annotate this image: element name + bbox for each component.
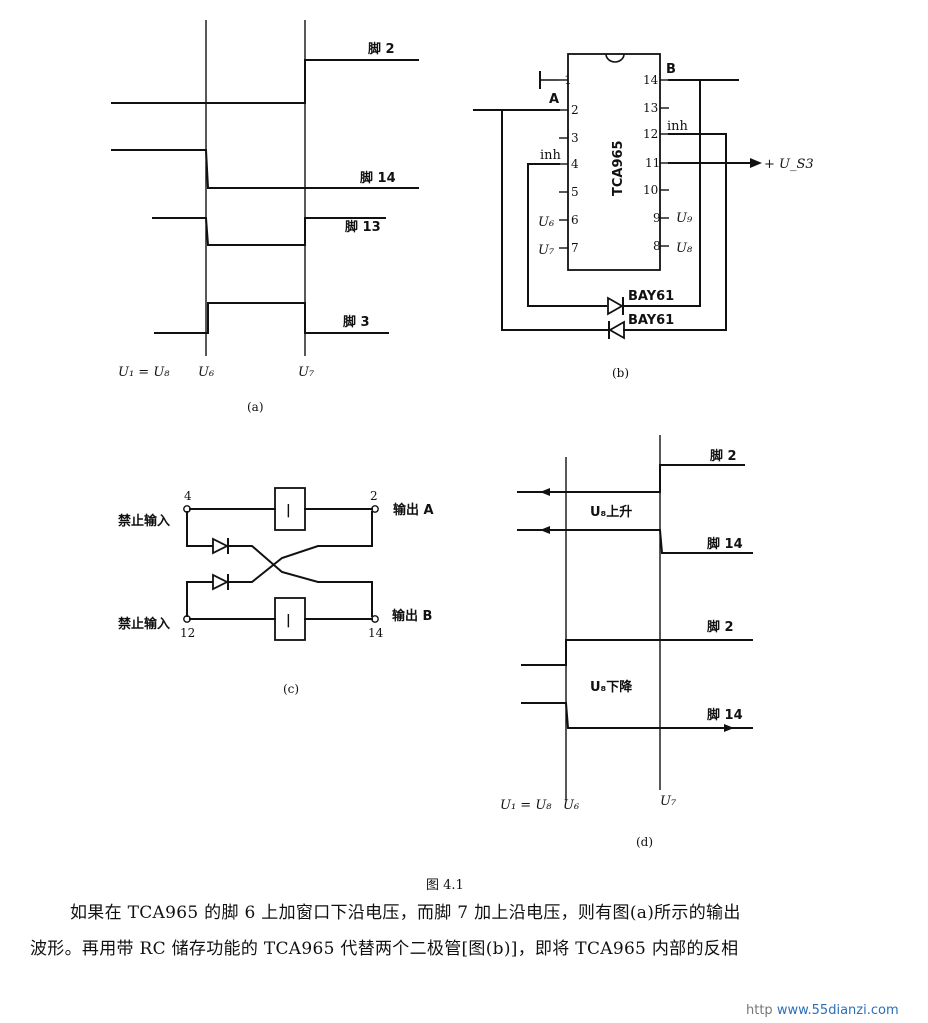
uss-label: + U_S3	[764, 157, 814, 172]
pin-8-number: 8	[653, 239, 661, 253]
fall-pin14-waveform	[521, 702, 753, 729]
diode1-icon	[607, 296, 624, 316]
right-pins: 14 13 12 11 10 9 8	[643, 73, 669, 253]
fall-arrow	[724, 724, 734, 732]
u7-label-d: U₇	[660, 794, 677, 809]
chip-label: TCA965	[611, 140, 626, 196]
left-pins: 1 2 3 4 5 6 7	[559, 73, 579, 255]
top-gate-symbol: |	[286, 503, 291, 518]
pin14-label-c: 14	[368, 626, 384, 640]
pin-6-number: 6	[571, 213, 579, 227]
pin-7-number: 7	[571, 241, 579, 255]
pin-12-number: 12	[643, 127, 658, 141]
pin14-label: 脚 14	[360, 170, 396, 186]
top-diode-wire-left	[186, 511, 213, 547]
panel-c-logic: | | 禁止输入 禁止输入 输出 A 输出 B 4 2 12 14 (c)	[118, 487, 434, 696]
panel-d-timing: 脚 2 U₈上升 脚 14 脚 2 U₈下降 脚 14 U₁ = U₈ U₆ U…	[500, 435, 753, 849]
pin-10-number: 10	[643, 183, 658, 197]
caption-b: (b)	[612, 366, 629, 380]
pin12-label: 12	[180, 626, 195, 640]
diode2-to-inh12-wire	[623, 133, 727, 331]
watermark: http www.55dianzi.com	[746, 1003, 899, 1018]
u6-pin-label: U₆	[538, 215, 554, 230]
fall-pin2-label: 脚 2	[707, 619, 734, 635]
pin-5-number: 5	[571, 185, 579, 199]
rise-pin14-waveform	[517, 529, 753, 554]
bottom-diode-wire-left	[186, 581, 213, 617]
output-b-label: 输出 B	[392, 608, 432, 624]
bottom-gate-symbol: |	[286, 613, 291, 628]
panel-b-circuit: TCA965 1 2 3 4 5 6 7 14	[473, 53, 814, 380]
u6-label: U₆	[198, 365, 214, 380]
u1-eq-label: U₁ = U₈	[118, 365, 170, 380]
rise-arrow-1	[540, 488, 550, 496]
inh-right-label: inh	[667, 119, 689, 134]
pin-9-number: 9	[653, 211, 661, 225]
pin14-waveform	[111, 149, 419, 189]
u9-pin-label: U₉	[676, 211, 693, 226]
top-diode-icon	[212, 537, 230, 555]
cross-wire-1	[227, 545, 373, 617]
bottom-diode-icon	[212, 573, 230, 591]
fall-pin2-waveform	[521, 639, 753, 666]
pin2-waveform	[111, 59, 419, 104]
pin2-label: 脚 2	[368, 41, 395, 57]
inh-left-label: inh	[540, 148, 562, 163]
inh4-to-diode1-wire	[527, 163, 607, 307]
watermark-url[interactable]: www.55dianzi.com	[776, 1003, 899, 1018]
diode1-label: BAY61	[628, 289, 674, 304]
inhibit-bottom-label: 禁止输入	[118, 616, 170, 632]
body-text-line-2: 波形。再用带 RC 储存功能的 TCA965 代替两个二极管[图(b)]，即将 …	[30, 939, 739, 959]
pin-3-number: 3	[571, 131, 579, 145]
u7-pin-label: U₇	[538, 243, 555, 258]
uss-arrow-icon	[750, 158, 762, 168]
caption-c: (c)	[283, 682, 299, 696]
pin13-label: 脚 13	[345, 219, 381, 235]
pin-14-number: 14	[643, 73, 659, 87]
pin13-waveform	[152, 217, 386, 246]
rise-arrow-2	[540, 526, 550, 534]
fall-label: U₈下降	[590, 679, 633, 695]
cross-wire-2	[227, 511, 373, 583]
chip-notch	[605, 53, 625, 63]
pin-2-number: 2	[571, 103, 579, 117]
body-text-line-1: 如果在 TCA965 的脚 6 上加窗口下沿电压，而脚 7 加上沿电压，则有图(…	[70, 903, 741, 923]
pin-4-number: 4	[571, 157, 579, 171]
rise-pin2-label: 脚 2	[710, 448, 737, 464]
u6-label-d: U₆	[563, 798, 579, 813]
u7-label: U₇	[298, 365, 315, 380]
pin-13-number: 13	[643, 101, 658, 115]
rise-pin14-label: 脚 14	[707, 536, 743, 552]
pin4-label: 4	[184, 489, 192, 503]
pin3-waveform	[154, 302, 389, 334]
u8-pin-label: U₈	[676, 241, 693, 256]
inputa-to-diode2-wire	[501, 109, 609, 331]
panel-a-timing: 脚 2 脚 14 脚 13 脚 3 U₁ = U₈ U₆ U₇ (a)	[111, 20, 419, 414]
caption-d: (d)	[636, 835, 653, 849]
rise-pin2-waveform	[517, 464, 745, 493]
u1-eq-label-d: U₁ = U₈	[500, 798, 552, 813]
diode2-icon	[608, 320, 625, 340]
pin2-label-c: 2	[370, 489, 378, 503]
label-a: A	[549, 92, 559, 107]
label-b: B	[666, 62, 676, 77]
rise-label: U₈上升	[590, 504, 632, 520]
diode1-to-pinb-wire	[622, 79, 701, 307]
output-a-label: 输出 A	[393, 502, 434, 518]
figure-title: 图 4.1	[426, 878, 464, 893]
diode2-label: BAY61	[628, 313, 674, 328]
inhibit-top-label: 禁止输入	[118, 513, 170, 529]
pin-11-number: 11	[645, 156, 660, 170]
fall-pin14-label: 脚 14	[707, 707, 743, 723]
pin3-label: 脚 3	[343, 314, 370, 330]
caption-a: (a)	[247, 400, 264, 414]
watermark-prefix: http	[746, 1003, 773, 1018]
pin-1-number: 1	[564, 73, 572, 87]
tca965-chip	[567, 53, 661, 271]
